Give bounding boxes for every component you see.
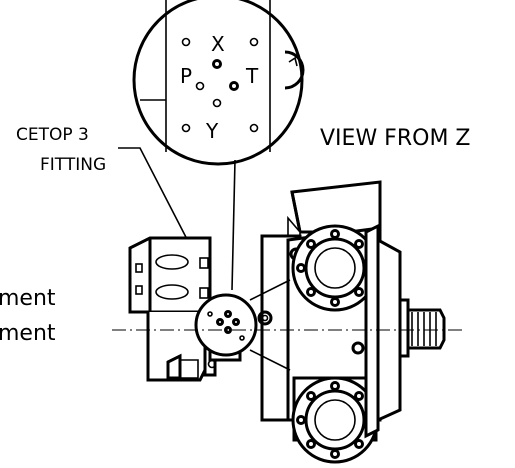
cetop-label-line2: FITTING	[40, 155, 106, 175]
output-flange-shaft	[364, 223, 446, 439]
left-label-line1: ment	[0, 286, 56, 311]
motor-assembly	[112, 180, 462, 464]
port-t-label: T	[245, 64, 259, 88]
lower-cylinder-cover	[291, 376, 379, 464]
upper-cylinder-cover	[291, 224, 379, 312]
cetop-label-line1: CETOP 3	[16, 125, 89, 145]
leader-lines	[118, 147, 236, 291]
port-y-label: Y	[205, 119, 219, 143]
port-p-label: P	[180, 64, 192, 88]
view-label: VIEW FROM Z	[320, 126, 471, 151]
left-label-line2: ment	[0, 321, 56, 346]
cetop-detail-circle: X P T Y	[132, 0, 305, 166]
cetop-face	[194, 293, 258, 357]
port-x-label: X	[211, 32, 225, 56]
